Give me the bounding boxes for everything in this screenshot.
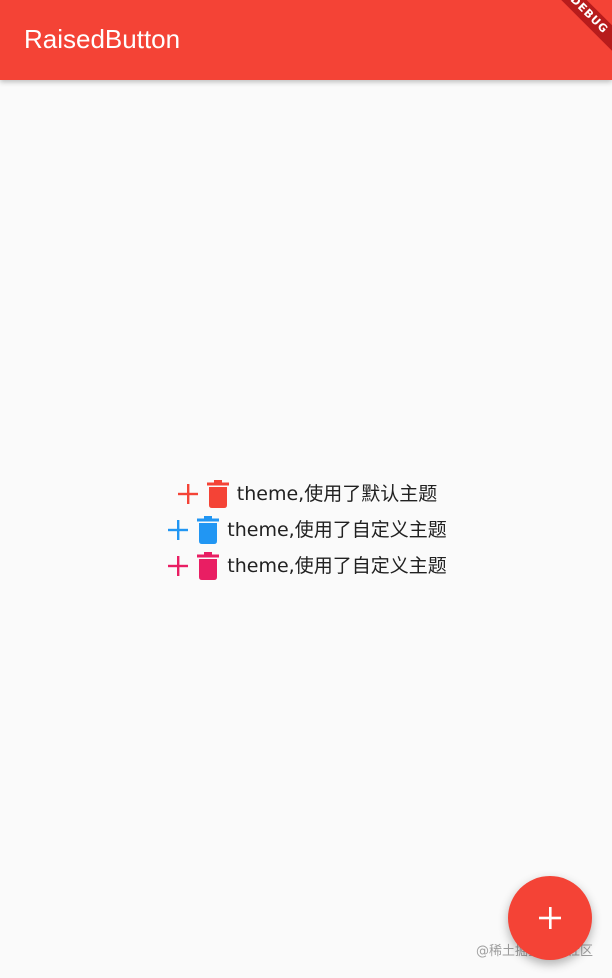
row-default-theme: theme,使用了默认主题 <box>0 476 612 512</box>
row-custom-theme-pink: theme,使用了自定义主题 <box>0 548 612 584</box>
plus-icon[interactable] <box>165 551 191 581</box>
row-label: theme,使用了自定义主题 <box>227 555 447 577</box>
page-body: theme,使用了默认主题 theme,使用了自定义主题 <box>0 80 612 978</box>
row-label: theme,使用了默认主题 <box>236 483 438 505</box>
row-custom-theme-blue: theme,使用了自定义主题 <box>0 512 612 548</box>
app-bar: RaisedButton <box>0 0 612 80</box>
debug-banner-label: DEBUG <box>552 0 612 60</box>
trash-icon[interactable] <box>205 479 231 509</box>
trash-icon[interactable] <box>195 515 221 545</box>
row-label: theme,使用了自定义主题 <box>227 519 447 541</box>
trash-icon[interactable] <box>195 551 221 581</box>
plus-icon[interactable] <box>175 479 201 509</box>
plus-icon <box>539 907 561 929</box>
plus-icon[interactable] <box>165 515 191 545</box>
debug-banner: DEBUG <box>552 0 612 60</box>
app-bar-title: RaisedButton <box>24 24 181 54</box>
button-rows: theme,使用了默认主题 theme,使用了自定义主题 <box>0 476 612 584</box>
fab-add-button[interactable] <box>508 876 592 960</box>
